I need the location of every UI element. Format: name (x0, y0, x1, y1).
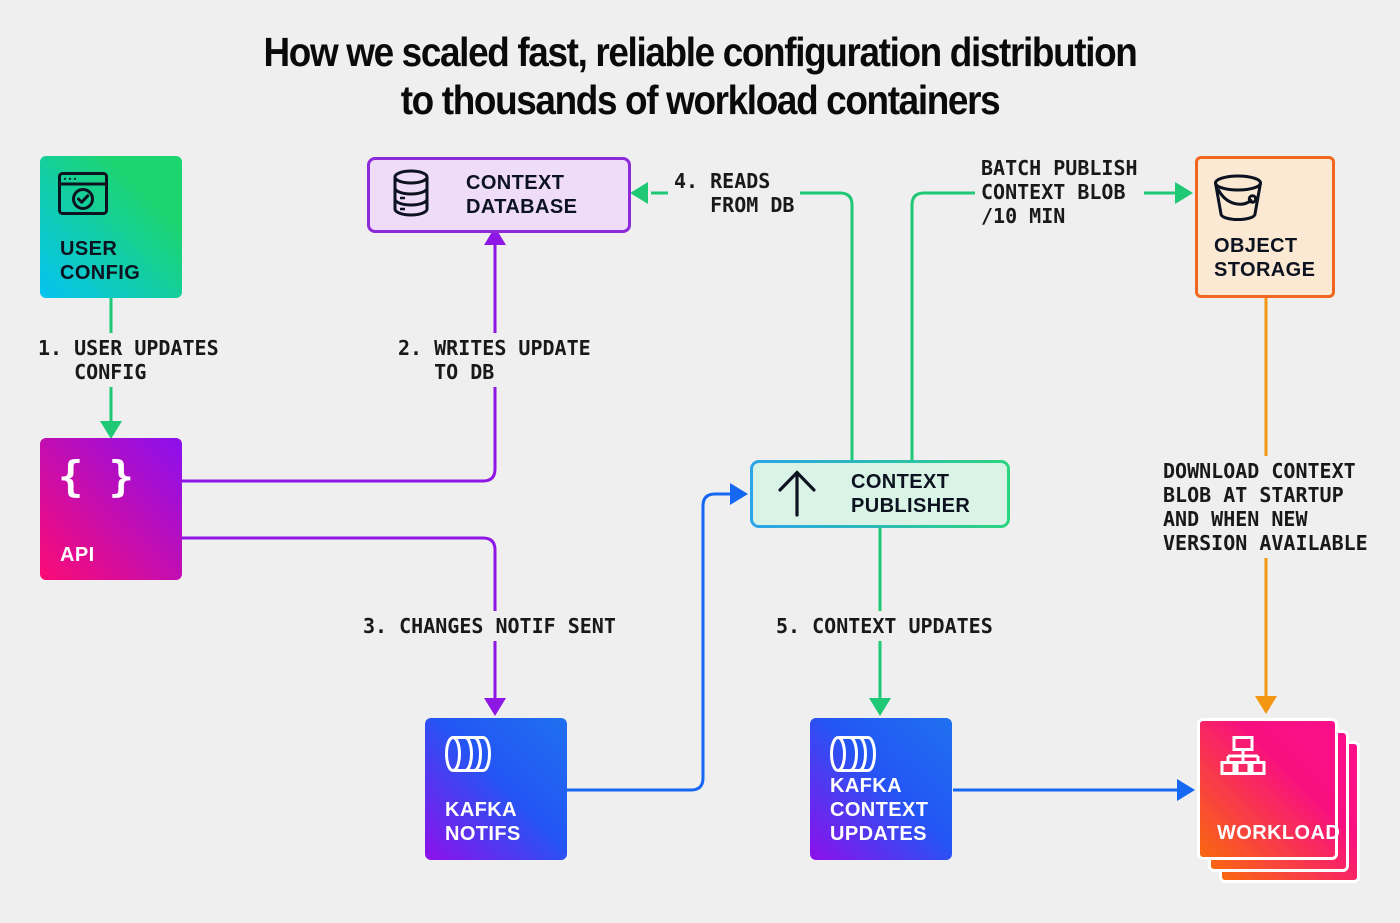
node-object-storage: OBJECT STORAGE (1195, 156, 1335, 298)
node-workload: WORKLOAD (1197, 718, 1341, 860)
kafka-log-icon (828, 734, 876, 779)
browser-check-icon (58, 172, 108, 221)
node-label-kafka-notifs: KAFKA NOTIFS (445, 799, 521, 845)
kafka-log-icon (443, 734, 491, 779)
node-context-publisher: CONTEXT PUBLISHER (750, 460, 1010, 528)
title-line-1: How we scaled fast, reliable configurati… (263, 29, 1138, 75)
edge-kafka-notifs-to-publisher (567, 492, 733, 792)
arrowhead-up-database (484, 227, 506, 245)
arrowhead-right-storage (1175, 182, 1193, 204)
title-line-2: to thousands of workload containers (400, 77, 1001, 123)
sitemap-icon (1220, 736, 1266, 781)
edge-label-changes-notif: 3. CHANGES NOTIF SENT (357, 611, 622, 641)
node-api: { } API (40, 438, 182, 580)
edge-label-user-updates: 1. USER UPDATES CONFIG (32, 333, 225, 387)
node-label-kafka-context-updates: KAFKA CONTEXT UPDATES (830, 775, 929, 845)
node-kafka-notifs: KAFKA NOTIFS (425, 718, 567, 860)
page-title: How we scaled fast, reliable configurati… (0, 28, 1400, 124)
arrowhead-right-workload (1177, 779, 1195, 801)
node-kafka-context-updates: KAFKA CONTEXT UPDATES (810, 718, 952, 860)
node-label-context-publisher: CONTEXT PUBLISHER (851, 471, 971, 517)
arrowhead-left-database (630, 182, 648, 204)
edge-api-to-kafka-notifs (182, 536, 497, 701)
arrow-up-icon (775, 467, 819, 522)
edge-publisher-to-database (651, 191, 854, 460)
edge-label-download-blob: DOWNLOAD CONTEXT BLOB AT STARTUP AND WHE… (1157, 456, 1374, 558)
arrowhead-down-kafka-updates (869, 698, 891, 716)
node-label-workload: WORKLOAD (1217, 822, 1341, 844)
database-icon (392, 169, 430, 222)
arrowhead-down-workload (1255, 696, 1277, 714)
arrowhead-right-publisher (730, 483, 748, 505)
context-publisher-body: CONTEXT PUBLISHER (753, 463, 1007, 525)
edge-label-context-updates: 5. CONTEXT UPDATES (770, 611, 999, 641)
edge-label-batch-publish: BATCH PUBLISH CONTEXT BLOB /10 MIN (975, 153, 1144, 231)
edge-label-reads-from-db: 4. READS FROM DB (668, 166, 801, 220)
arrowhead-down-api (100, 421, 122, 439)
node-label-object-storage: OBJECT STORAGE (1214, 235, 1316, 281)
node-label-context-database: CONTEXT DATABASE (466, 172, 578, 218)
curly-braces-icon: { } (58, 452, 134, 501)
node-context-database: CONTEXT DATABASE (367, 157, 631, 233)
node-user-config: USER CONFIG (40, 156, 182, 298)
arrowhead-down-kafka-notifs (484, 698, 506, 716)
edge-api-to-database (182, 242, 497, 483)
node-label-user-config: USER CONFIG (60, 238, 141, 284)
edge-publisher-to-storage (910, 191, 1178, 460)
node-label-api: API (60, 544, 95, 566)
bucket-icon (1212, 173, 1264, 228)
edge-label-writes-update: 2. WRITES UPDATE TO DB (392, 333, 597, 387)
